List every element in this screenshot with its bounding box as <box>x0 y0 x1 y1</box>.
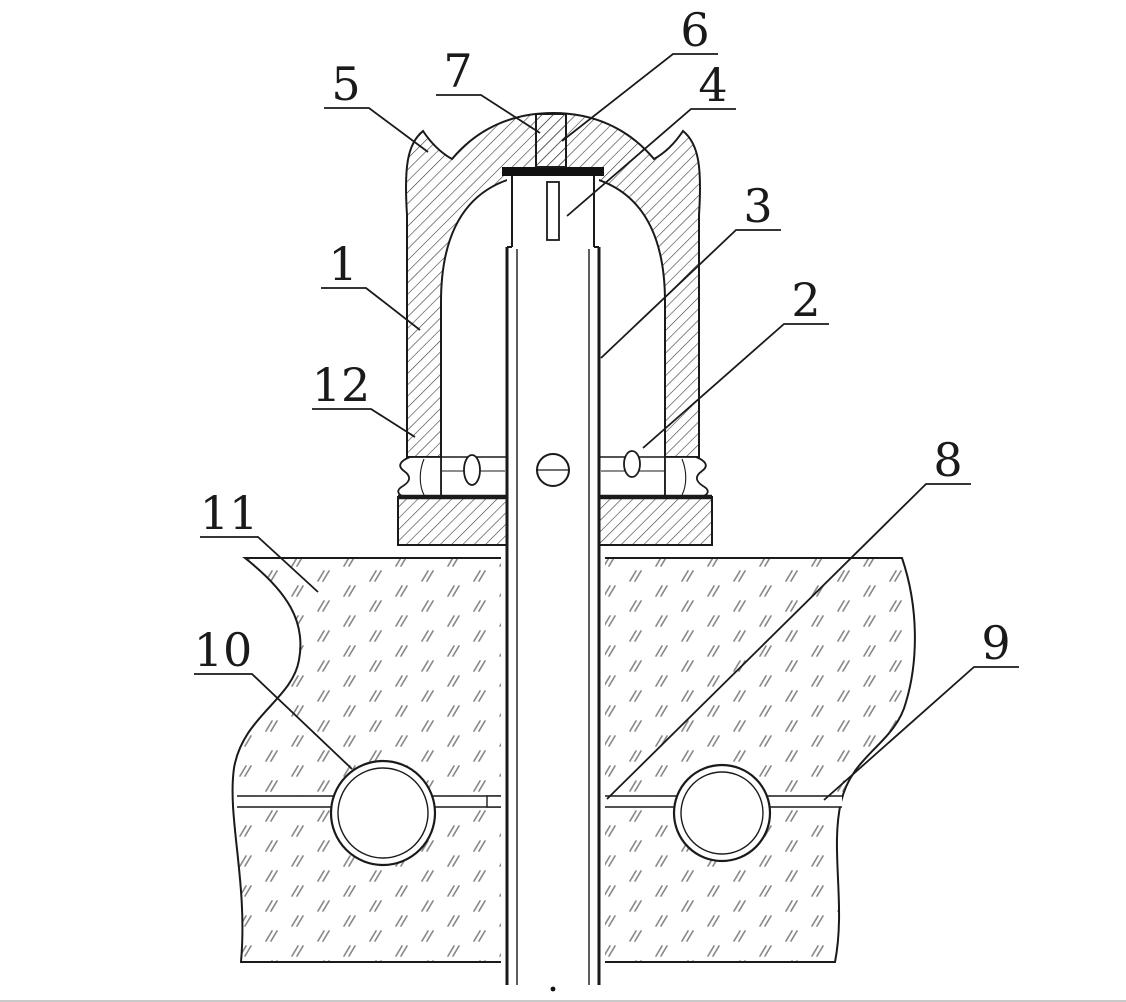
leader-line-9 <box>823 666 1019 801</box>
left-pipe-inner <box>337 767 429 859</box>
left-collar-groove-line <box>419 458 425 496</box>
label-1: 1 <box>328 237 357 291</box>
leader-line-12 <box>312 408 416 438</box>
left-grooved-collar <box>397 456 442 498</box>
center-hole <box>536 453 570 487</box>
label-10: 10 <box>194 623 253 677</box>
label-9: 9 <box>981 616 1010 670</box>
right-collar-groove-line <box>681 458 687 496</box>
side-bolt-holes <box>441 450 665 486</box>
center-tube <box>505 172 601 992</box>
tube-bottom-mark <box>550 986 556 992</box>
inner-slot <box>546 181 560 241</box>
right-pipe-circle <box>672 763 772 863</box>
right-bolt-hole <box>623 450 641 478</box>
leader-line-3 <box>600 229 781 359</box>
cap-plate <box>502 167 604 176</box>
right-pipe-inner <box>680 771 764 855</box>
label-2: 2 <box>791 273 820 327</box>
reference-numbers: 1 2 3 4 5 6 7 8 9 10 11 12 <box>194 3 1011 677</box>
top-plug <box>535 113 567 168</box>
label-5: 5 <box>331 57 360 111</box>
leader-line-11 <box>200 536 319 593</box>
leader-line-1 <box>321 287 421 331</box>
top-cap-assembly <box>502 113 604 241</box>
leader-line-10 <box>194 673 353 770</box>
leader-line-7 <box>436 94 541 134</box>
leader-line-8 <box>606 483 971 800</box>
left-pipe-outer <box>329 759 437 867</box>
leader-line-6 <box>561 53 718 142</box>
label-8: 8 <box>933 433 962 487</box>
left-pipe-circle <box>329 759 437 867</box>
label-7: 7 <box>443 44 472 98</box>
label-12: 12 <box>312 358 371 412</box>
left-collar-profile <box>397 456 442 498</box>
leader-line-4 <box>566 108 736 217</box>
right-pipe-outer <box>672 763 772 863</box>
label-6: 6 <box>680 3 709 57</box>
leader-lines <box>194 53 1019 801</box>
tube-body <box>507 172 599 985</box>
label-3: 3 <box>743 179 772 233</box>
channel-bracket <box>486 795 504 808</box>
right-collar-profile <box>664 456 709 498</box>
left-bolt-hole <box>463 454 481 486</box>
leader-line-5 <box>324 107 429 153</box>
label-11: 11 <box>200 486 259 540</box>
leader-line-2 <box>642 323 829 449</box>
right-grooved-collar <box>664 456 709 498</box>
label-4: 4 <box>698 58 727 112</box>
